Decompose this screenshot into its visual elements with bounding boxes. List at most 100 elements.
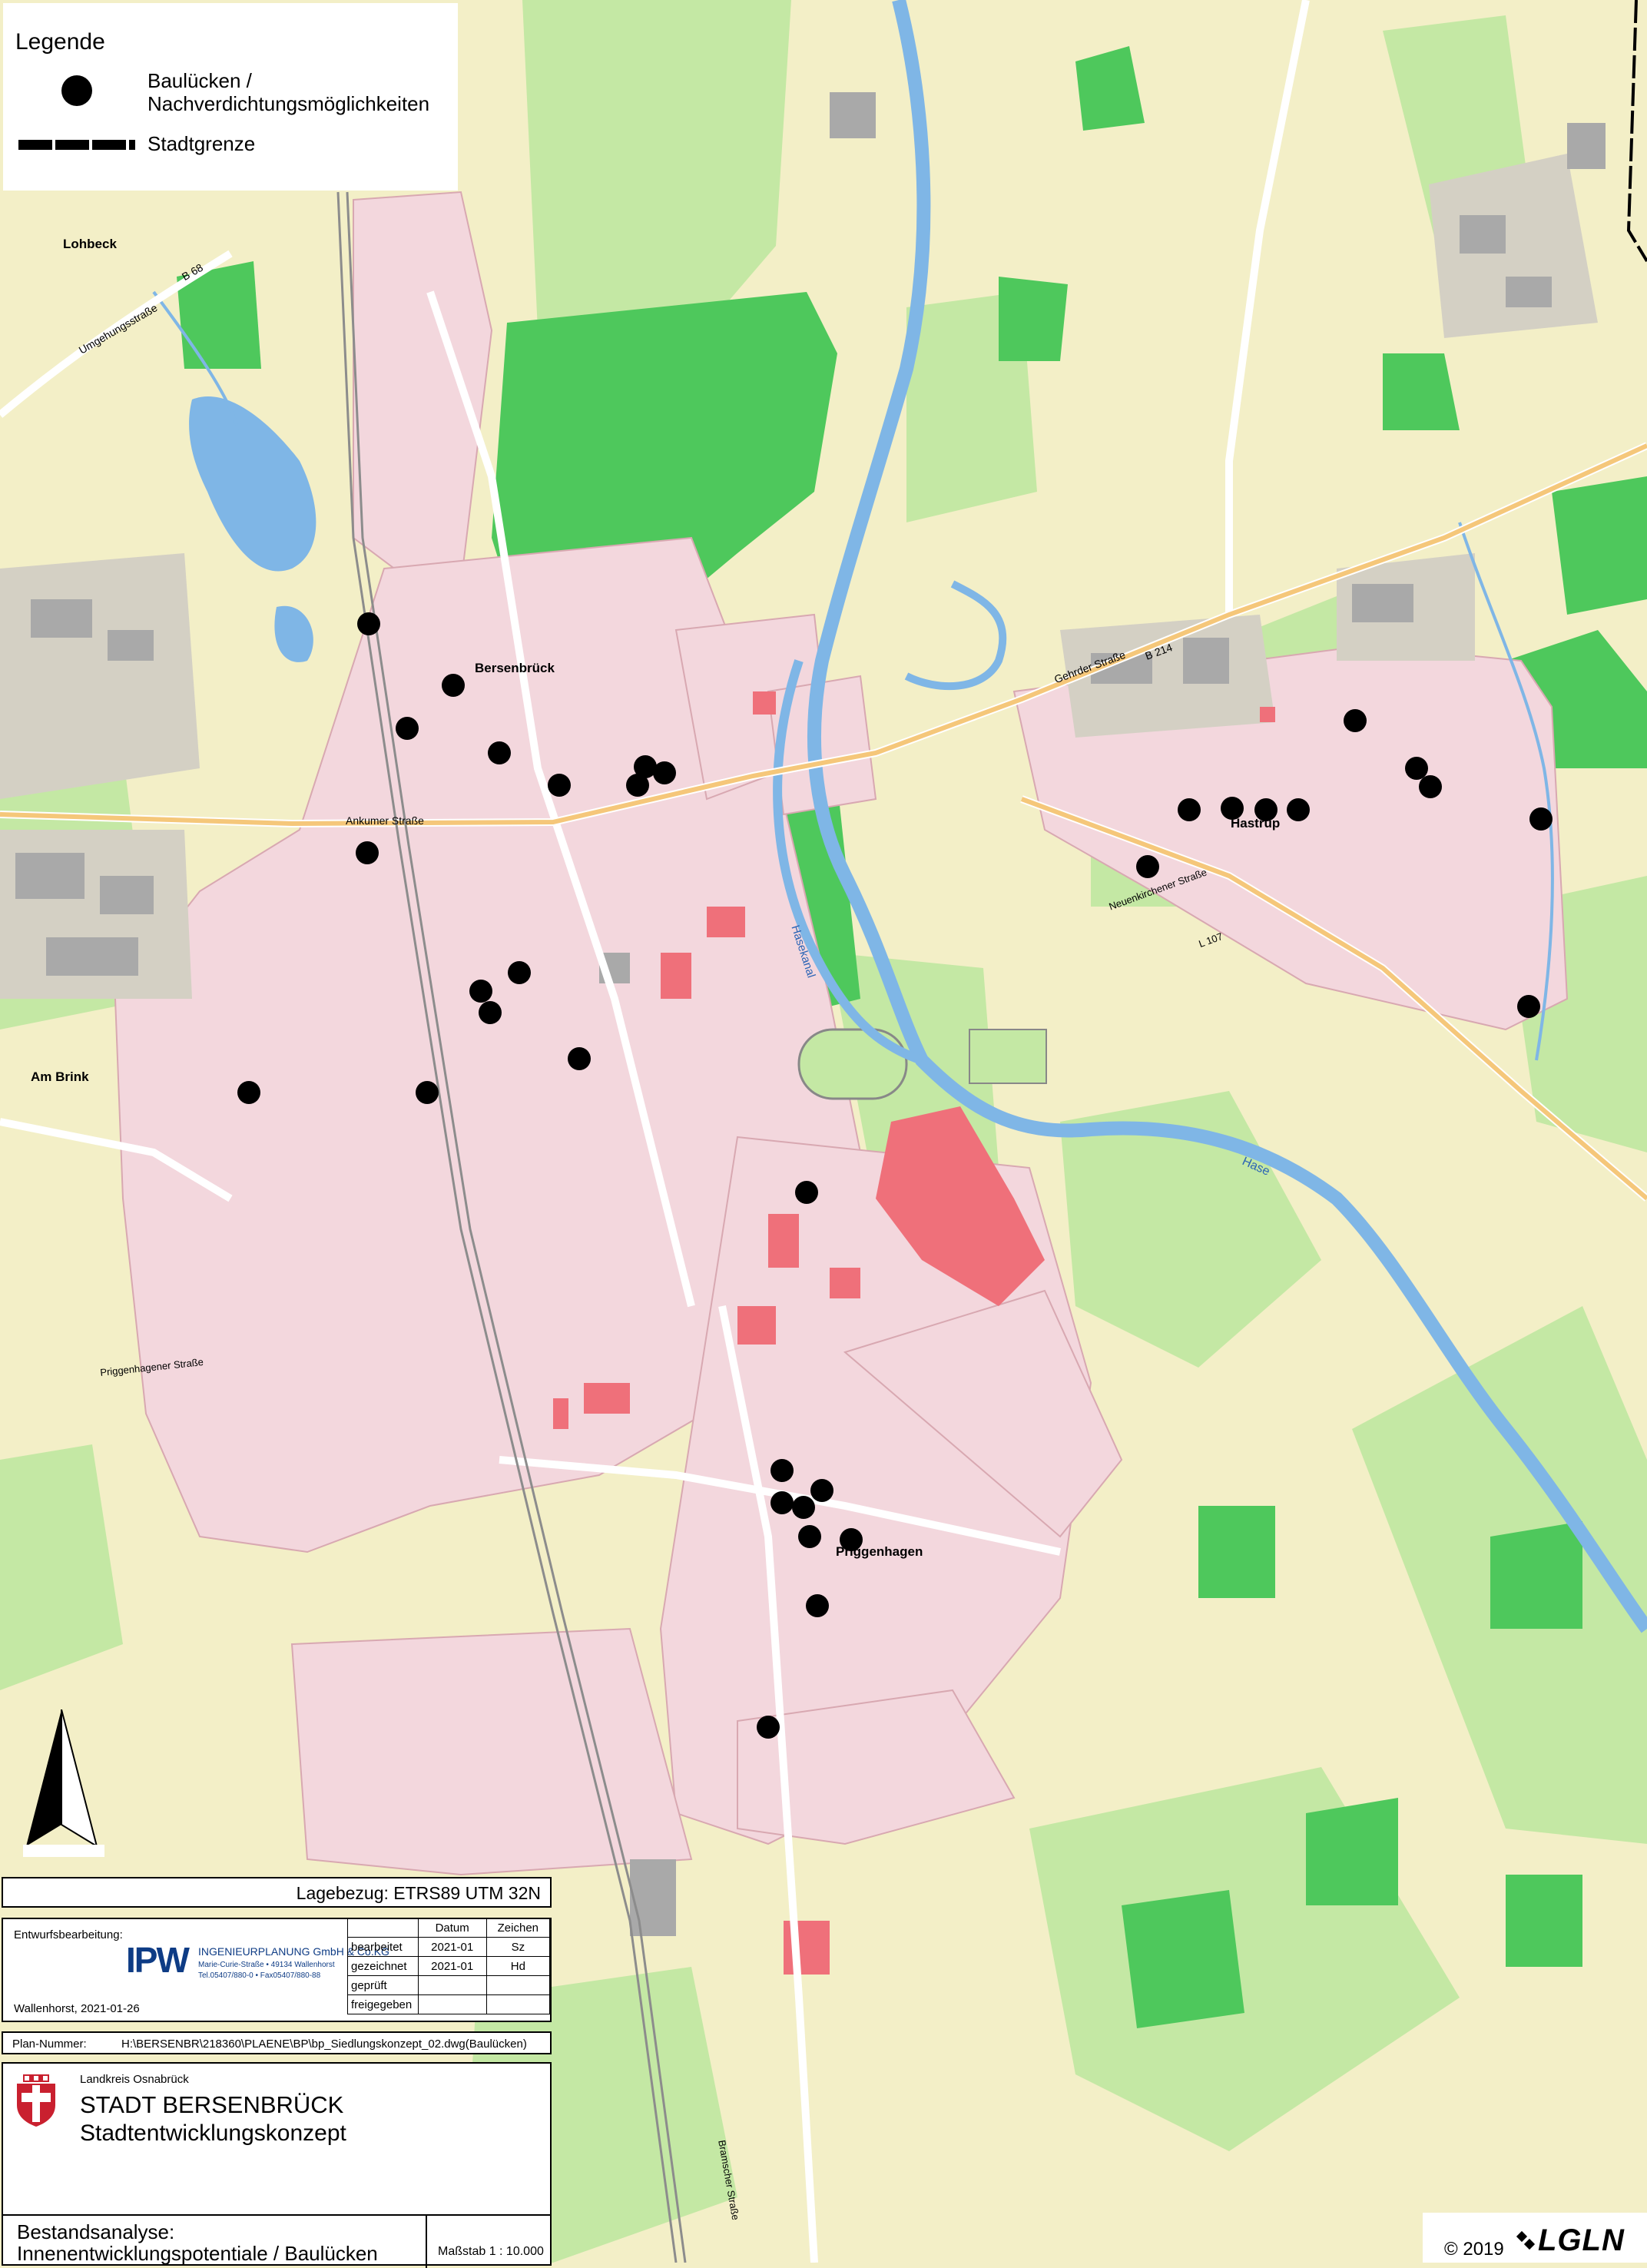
approval-table-row: freigegeben: [347, 1994, 551, 2014]
approval-table-cell: 2021-01: [417, 1937, 487, 1957]
bauluecke-marker: [356, 841, 379, 864]
company-phone: Tel.05407/880-0 • Fax05407/880-88: [198, 1971, 321, 1980]
copyright-box: © 2019 LGLN: [1423, 2213, 1647, 2263]
approval-table-cell: [417, 1975, 487, 1995]
plan-number: H:\BERSENBR\218360\PLAENE\BP\bp_Siedlung…: [121, 2038, 527, 2051]
bauluecke-marker: [1419, 775, 1442, 798]
lagebezug-box: Lagebezug: ETRS89 UTM 32N: [2, 1877, 552, 1908]
bauluecke-marker: [1517, 995, 1540, 1018]
bauluecke-marker: [792, 1496, 815, 1519]
railway: [336, 191, 687, 2263]
bauluecke-marker: [810, 1479, 833, 1502]
bauluecke-marker: [1529, 807, 1553, 831]
bauluecke-marker: [1178, 798, 1201, 821]
legend-dot-label-line1: Baulücken /: [147, 69, 252, 92]
bauluecke-marker: [1136, 855, 1159, 878]
legend-dot-icon: [61, 75, 92, 106]
bauluecke-marker: [1344, 709, 1367, 732]
lgln-logo: LGLN: [1538, 2223, 1625, 2257]
marker-layer: [237, 612, 1553, 1739]
place-label-lohbeck: Lohbeck: [63, 237, 117, 251]
bauluecke-marker: [357, 612, 380, 635]
approval-table-cell: geprüft: [347, 1975, 419, 1995]
lake: [189, 396, 316, 572]
project-box: Landkreis Osnabrück STADT BERSENBRÜCK St…: [2, 2062, 552, 2268]
bauluecke-marker: [416, 1081, 439, 1104]
copyright-text: © 2019: [1444, 2239, 1504, 2260]
approval-table-cell: [485, 1994, 551, 2014]
bauluecke-marker: [442, 674, 465, 697]
place-label-bersenbrueck: Bersenbrück: [475, 661, 555, 675]
bauluecke-marker: [806, 1594, 829, 1617]
approval-table-cell: Zeichen: [485, 1918, 551, 1938]
approval-table-cell: [417, 1994, 487, 2014]
company-address: Marie-Curie-Straße • 49134 Wallenhorst: [198, 1961, 335, 1969]
bauluecke-marker: [488, 741, 511, 764]
legend-boundary-line-icon: [18, 140, 135, 150]
approval-table-cell: Hd: [485, 1956, 551, 1976]
place-date: Wallenhorst, 2021-01-26: [14, 2002, 140, 2015]
bauluecke-marker: [1405, 757, 1428, 780]
buildings: [15, 92, 1606, 1936]
public-buildings: [553, 691, 1275, 1975]
settlement-areas: [114, 191, 1569, 1876]
approval-table-row: geprüft: [347, 1975, 551, 1995]
bauluecke-marker: [795, 1181, 818, 1204]
bauluecke-marker: [469, 980, 492, 1003]
entwurf-label: Entwurfsbearbeitung:: [14, 1928, 123, 1941]
bauluecke-marker: [396, 717, 419, 740]
bauluecke-marker: [770, 1491, 794, 1514]
road-label-ankumer-strasse: Ankumer Straße: [346, 814, 424, 827]
approval-table-cell: [347, 1918, 419, 1938]
approval-table-cell: Datum: [417, 1918, 487, 1938]
subtitle-2: Innenentwicklungspotentiale / Baulücken: [17, 2242, 378, 2265]
pond: [274, 605, 313, 662]
bauluecke-marker: [508, 961, 531, 984]
company-logo: IPW INGENIEURPLANUNG GmbH & Co.KG Marie-…: [126, 1933, 389, 1988]
divider: [426, 2214, 427, 2268]
landkreis: Landkreis Osnabrück: [80, 2073, 189, 2086]
place-label-priggenhagen: Priggenhagen: [836, 1544, 923, 1559]
legend: Legende Baulücken / Nachverdichtungsmögl…: [3, 3, 458, 191]
bauluecke-marker: [479, 1001, 502, 1024]
approval-table-cell: gezeichnet: [347, 1956, 419, 1976]
legend-boundary-label: Stadtgrenze: [147, 132, 256, 155]
bauluecke-marker: [1221, 797, 1244, 820]
approval-table-cell: bearbeitet: [347, 1937, 419, 1957]
plan-number-box: Plan-Nummer: H:\BERSENBR\218360\PLAENE\B…: [2, 2031, 552, 2054]
sports-field: [797, 1028, 1047, 1100]
bauluecke-marker: [653, 761, 676, 784]
scale: Maßstab 1 : 10.000: [438, 2245, 544, 2258]
approval-table-cell: freigegeben: [347, 1994, 419, 2014]
bauluecke-marker: [1287, 798, 1310, 821]
legend-dot-label-line2: Nachverdichtungsmöglichkeiten: [147, 92, 430, 115]
north-arrow-icon: [23, 1709, 104, 1857]
coat-of-arms-icon: [17, 2074, 55, 2127]
lagebezug-text: Lagebezug: ETRS89 UTM 32N: [296, 1883, 541, 1903]
bauluecke-marker: [770, 1459, 794, 1482]
place-label-hastrup: Hastrup: [1231, 816, 1281, 831]
place-label-am-brink: Am Brink: [31, 1069, 89, 1084]
bauluecke-marker: [548, 774, 571, 797]
bauluecke-marker: [568, 1047, 591, 1070]
project-name: Stadtentwicklungskonzept: [80, 2120, 346, 2146]
main-roads: [0, 443, 1647, 1201]
bauluecke-marker: [1254, 798, 1278, 821]
subtitle-1: Bestandsanalyse:: [17, 2220, 175, 2243]
bauluecke-marker: [626, 774, 649, 797]
approval-table-cell: [485, 1975, 551, 1995]
rivers: [152, 0, 1647, 1633]
bauluecke-marker: [840, 1528, 863, 1551]
lgln-logo-icon: [1516, 2230, 1536, 2250]
legend-dot-label: Baulücken / Nachverdichtungsmöglichkeite…: [147, 69, 455, 115]
approval-table-cell: Sz: [485, 1937, 551, 1957]
bauluecke-marker: [634, 755, 657, 778]
company-name: INGENIEURPLANUNG GmbH & Co.KG: [198, 1945, 389, 1958]
city-boundary: [1626, 0, 1647, 263]
bauluecke-marker: [237, 1081, 260, 1104]
